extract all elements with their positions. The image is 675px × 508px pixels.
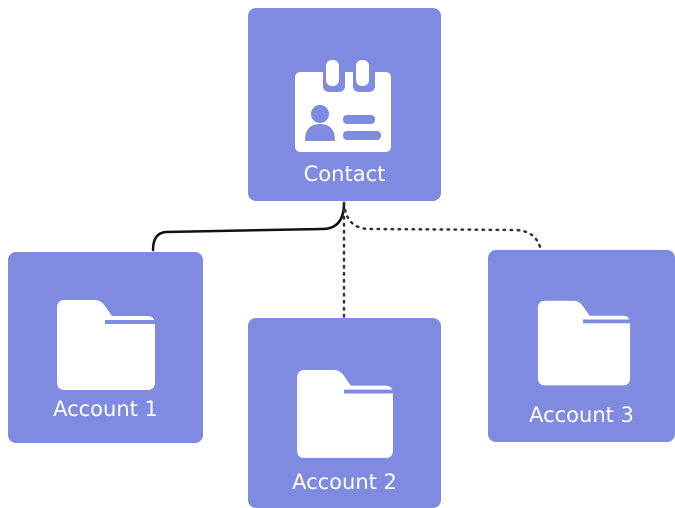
folder-icon <box>537 300 631 386</box>
connector-account-1 <box>151 201 346 252</box>
folder-icon <box>297 370 393 459</box>
account-3-label: Account 3 <box>529 403 634 427</box>
account-1-label: Account 1 <box>53 397 158 421</box>
account-2-label: Account 2 <box>292 470 397 494</box>
account-node-3: Account 3 <box>488 250 675 442</box>
contact-label: Contact <box>303 162 386 186</box>
contact-node: Contact <box>248 8 441 201</box>
contact-card-icon <box>295 60 391 152</box>
folder-icon <box>57 300 155 390</box>
account-node-2: Account 2 <box>248 318 441 508</box>
connector-account-3 <box>342 201 542 249</box>
account-node-1: Account 1 <box>8 252 203 443</box>
